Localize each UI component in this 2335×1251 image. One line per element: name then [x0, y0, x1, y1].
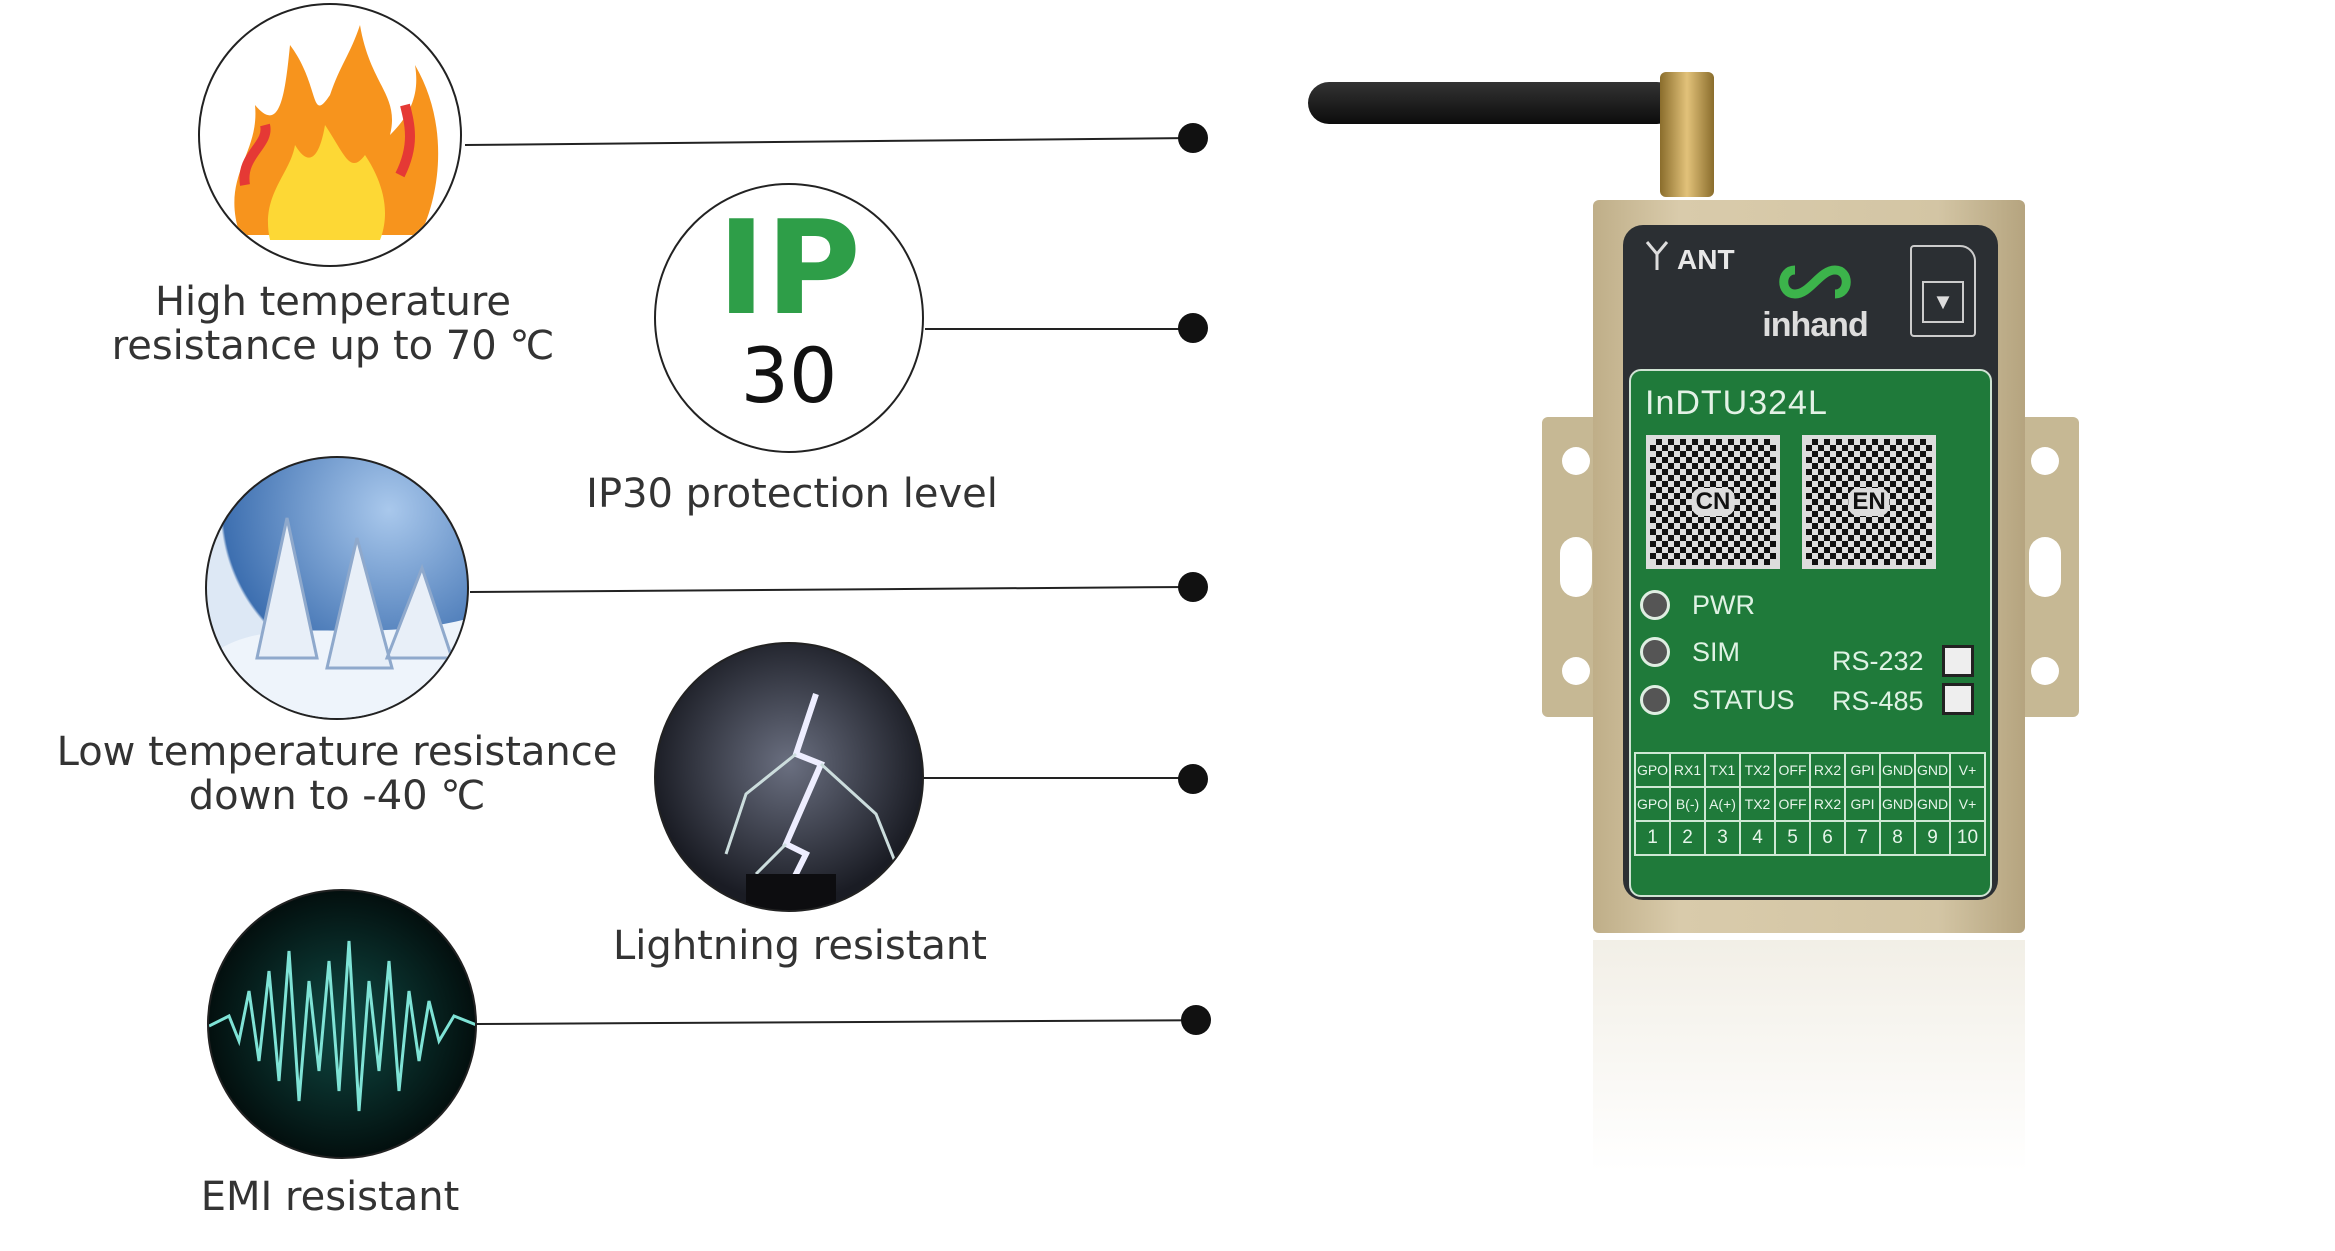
- feature-label-low-temp: Low temperature resistance down to -40 ℃: [57, 730, 618, 818]
- sim-led-label: SIM: [1692, 637, 1741, 667]
- terminal-cell: 9: [1914, 820, 1951, 856]
- terminal-cell: 4: [1739, 820, 1776, 856]
- qr-label: EN: [1848, 488, 1890, 516]
- qr-code-cn: CN: [1646, 435, 1780, 569]
- rs232-label: RS-232: [1832, 646, 1924, 676]
- terminal-cell: GND: [1879, 752, 1916, 788]
- device-reflection: [1593, 940, 2025, 1230]
- terminal-cell: GND: [1879, 786, 1916, 822]
- connector-line: [922, 777, 1193, 779]
- lightning-image: [654, 642, 924, 912]
- terminal-cell: OFF: [1774, 786, 1811, 822]
- label-line: down to -40 ℃: [188, 773, 486, 819]
- feature-label-ip30: IP30 protection level: [586, 472, 998, 516]
- feature-label-emi: EMI resistant: [201, 1175, 460, 1219]
- terminal-cell: B(-): [1669, 786, 1706, 822]
- sim-led: [1640, 637, 1670, 667]
- snow-image: [205, 456, 469, 720]
- terminal-cell: 5: [1774, 820, 1811, 856]
- terminal-cell: V+: [1949, 786, 1986, 822]
- ip-badge-text: IP: [717, 192, 861, 344]
- status-led-label: STATUS: [1692, 685, 1795, 715]
- terminal-cell: 6: [1809, 820, 1846, 856]
- pwr-led-label: PWR: [1692, 590, 1755, 620]
- terminal-cell: 3: [1704, 820, 1741, 856]
- terminal-cell: V+: [1949, 752, 1986, 788]
- terminal-cell: GPO: [1634, 786, 1671, 822]
- terminal-cell: GND: [1914, 786, 1951, 822]
- terminal-cell: TX1: [1704, 752, 1741, 788]
- qr-label: CN: [1691, 488, 1735, 516]
- connector-dot: [1178, 764, 1208, 794]
- pwr-led: [1640, 590, 1670, 620]
- connector-dot: [1178, 123, 1208, 153]
- terminal-cell: TX2: [1739, 786, 1776, 822]
- terminal-cell: 2: [1669, 820, 1706, 856]
- label-line: EMI resistant: [200, 1174, 460, 1220]
- feature-label-high-temp: High temperature resistance up to 70 ℃: [112, 280, 555, 368]
- terminal-cell: GND: [1914, 752, 1951, 788]
- feature-label-lightning: Lightning resistant: [613, 924, 987, 968]
- terminal-cell: TX2: [1739, 752, 1776, 788]
- terminal-cell: 7: [1844, 820, 1881, 856]
- brand-name: inhand: [1762, 306, 1868, 344]
- status-led: [1640, 685, 1670, 715]
- ip-rating-number: 30: [740, 331, 838, 420]
- antenna-connector: [1660, 72, 1714, 197]
- rs485-switch[interactable]: [1942, 683, 1974, 715]
- connector-line: [469, 585, 1193, 593]
- label-line: Low temperature resistance: [56, 729, 618, 775]
- label-line: High temperature: [154, 279, 512, 325]
- rs485-label: RS-485: [1832, 686, 1924, 716]
- rs232-switch[interactable]: [1942, 645, 1974, 677]
- terminal-cell: GPO: [1634, 752, 1671, 788]
- connector-line: [476, 1019, 1196, 1025]
- terminal-cell: RX2: [1809, 752, 1846, 788]
- connector-dot: [1181, 1005, 1211, 1035]
- terminal-cell: 1: [1634, 820, 1671, 856]
- terminal-cell: A(+): [1704, 786, 1741, 822]
- antenna-icon: [1645, 240, 1669, 272]
- connector-line: [464, 137, 1193, 146]
- label-line: resistance up to 70 ℃: [111, 323, 555, 369]
- ip30-badge: IP 30: [654, 183, 924, 453]
- qr-code-en: EN: [1802, 435, 1936, 569]
- antenna: [1308, 82, 1678, 124]
- label-line: IP30 protection level: [586, 471, 998, 517]
- connector-line: [925, 328, 1193, 330]
- terminal-cell: RX2: [1809, 786, 1846, 822]
- ant-label: ANT: [1677, 244, 1735, 275]
- terminal-cell: RX1: [1669, 752, 1706, 788]
- fire-image: [198, 3, 462, 267]
- terminal-cell: OFF: [1774, 752, 1811, 788]
- sim-slot-icon: ▼: [1910, 245, 1976, 337]
- model-name: InDTU324L: [1645, 384, 1828, 422]
- emi-waveform-image: [207, 889, 477, 1159]
- connector-dot: [1178, 572, 1208, 602]
- terminal-cell: GPI: [1844, 752, 1881, 788]
- label-line: Lightning resistant: [613, 923, 987, 969]
- inhand-logo: inhand: [1755, 262, 1875, 343]
- terminal-cell: 10: [1949, 820, 1986, 856]
- terminal-cell: 8: [1879, 820, 1916, 856]
- terminal-cell: GPI: [1844, 786, 1881, 822]
- connector-dot: [1178, 313, 1208, 343]
